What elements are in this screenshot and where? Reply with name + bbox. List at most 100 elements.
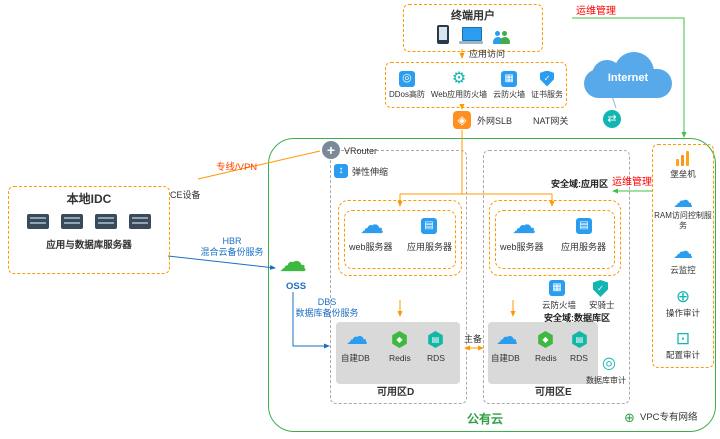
- server-icon: [61, 214, 83, 229]
- self-db-label-d: 自建DB: [341, 353, 370, 363]
- action-audit-label: 操作审计: [665, 307, 700, 318]
- waf-label: Web应用防火墙: [430, 89, 488, 99]
- ops-label-top: 运维管理: [576, 6, 616, 17]
- phone-icon: [436, 25, 449, 44]
- zone-e-db-domain-label: 安全域:数据库区: [544, 313, 610, 323]
- zone-d-app-group: [344, 210, 456, 269]
- bastion-label: 堡垒机: [670, 169, 696, 179]
- redis-label-e: Redis: [535, 353, 557, 363]
- vpc-icon: [624, 411, 635, 424]
- web-server-icon-e: [512, 214, 536, 238]
- users-icon: [492, 31, 510, 44]
- ess-label: 弹性伸缩: [352, 167, 389, 177]
- internet-label: Internet: [607, 72, 649, 84]
- ops-panel-item: 配置审计: [666, 330, 700, 361]
- idc-servers: [27, 214, 151, 229]
- dbs-label: DBS 数据库备份服务: [295, 297, 359, 319]
- oss-label: OSS: [286, 281, 307, 292]
- ce-label: CE设备: [170, 190, 201, 200]
- ram-label: RAM访问控制服务: [654, 211, 712, 231]
- cloud-firewall-label: 云防火墙: [493, 89, 526, 99]
- ops-label-mid: 运维管理: [612, 177, 652, 188]
- security-item: 证书服务: [531, 70, 563, 100]
- db-audit-icon: [602, 356, 616, 372]
- laptop-icon: [458, 27, 483, 44]
- zone-e-label: 可用区E: [535, 387, 572, 398]
- bastion-icon: [676, 151, 690, 166]
- web-server-label-d: web服务器: [349, 242, 393, 252]
- zone-e-scaling-group: [489, 200, 621, 276]
- cloud-monitor-icon: [673, 242, 693, 262]
- ddos-icon: [398, 70, 415, 87]
- certificate-icon: [540, 70, 554, 87]
- public-cloud-box: [268, 138, 716, 432]
- nat-icon: [603, 110, 621, 128]
- internet-cloud: Internet: [584, 52, 672, 98]
- rds-label-d: RDS: [427, 353, 445, 363]
- vrouter-icon: [322, 141, 340, 159]
- self-db-icon-e: [496, 326, 518, 348]
- rds-label-e: RDS: [570, 353, 588, 363]
- public-cloud-label: 公有云: [467, 412, 504, 426]
- hbr-label: HBR 混合云备份服务: [200, 236, 264, 258]
- self-db-label-e: 自建DB: [491, 353, 520, 363]
- config-audit-icon: [676, 330, 690, 347]
- security-knight-icon: [593, 280, 608, 297]
- server-icon: [95, 214, 117, 229]
- ops-panel-item: 堡垒机: [670, 151, 696, 180]
- vpc-label: VPC专有网络: [640, 412, 698, 423]
- ops-panel-item: 操作审计: [666, 288, 700, 319]
- app-server-icon-d: [421, 218, 437, 234]
- redis-label-d: Redis: [389, 353, 411, 363]
- vrouter-label: VRouter: [344, 146, 378, 156]
- slb-label: 外网SLB: [477, 116, 513, 126]
- security-item: Web应用防火墙: [431, 71, 487, 100]
- web-server-icon-d: [360, 214, 384, 238]
- waf-icon: [452, 71, 466, 87]
- zone-e-box: [483, 150, 630, 404]
- slb-icon: [453, 111, 471, 129]
- ops-panel-item: 云监控: [670, 242, 696, 276]
- security-item: 云防火墙: [493, 70, 526, 100]
- cloud-firewall-icon-e: [549, 280, 565, 296]
- end-user-devices: [436, 25, 510, 44]
- security-knight-label: 安骑士: [589, 300, 615, 310]
- ops-panel: 堡垒机 RAM访问控制服务 云监控 操作审计 配置审计: [652, 144, 714, 368]
- config-audit-label: 配置审计: [665, 350, 700, 360]
- app-server-label-e: 应用服务器: [561, 242, 607, 252]
- web-server-label-e: web服务器: [500, 242, 544, 252]
- cloud-firewall-icon: [501, 70, 518, 87]
- cloud-monitor-label: 云监控: [670, 265, 696, 276]
- security-services-box: DDos高防 Web应用防火墙 云防火墙 证书服务: [385, 62, 567, 108]
- idc-title: 本地IDC: [66, 192, 112, 206]
- end-user-title: 终端用户: [451, 10, 495, 22]
- ess-icon: [334, 164, 348, 178]
- app-access-label: 应用访问: [469, 49, 506, 59]
- server-icon: [27, 214, 49, 229]
- local-idc-box: 本地IDC 应用与数据库服务器: [8, 186, 170, 274]
- action-audit-icon: [676, 288, 690, 305]
- self-db-icon-d: [346, 326, 368, 348]
- master-backup-label: 主备: [464, 334, 483, 344]
- end-user-box: 终端用户: [403, 4, 543, 52]
- server-icon: [129, 214, 151, 229]
- zone-e-app-group: [495, 210, 615, 269]
- certificate-label: 证书服务: [531, 89, 563, 99]
- db-audit-label: 数据库审计: [586, 376, 626, 385]
- line-vpn-label: 专线/VPN: [216, 162, 258, 173]
- redis-icon-e: [538, 331, 553, 348]
- zone-d-label: 可用区D: [377, 387, 415, 398]
- zone-d-box: [330, 150, 467, 404]
- ram-icon: [673, 191, 693, 211]
- ops-panel-item: RAM访问控制服务: [654, 191, 712, 230]
- ddos-label: DDos高防: [388, 89, 425, 99]
- zone-e-app-domain-label: 安全域:应用区: [551, 179, 608, 189]
- oss-icon: [279, 248, 307, 276]
- nat-label: NAT网关: [533, 116, 569, 126]
- redis-icon-d: [392, 331, 407, 348]
- app-server-icon-e: [576, 218, 592, 234]
- idc-servers-label: 应用与数据库服务器: [46, 240, 132, 251]
- security-item: DDos高防: [388, 70, 425, 100]
- rds-icon-e: [572, 331, 587, 348]
